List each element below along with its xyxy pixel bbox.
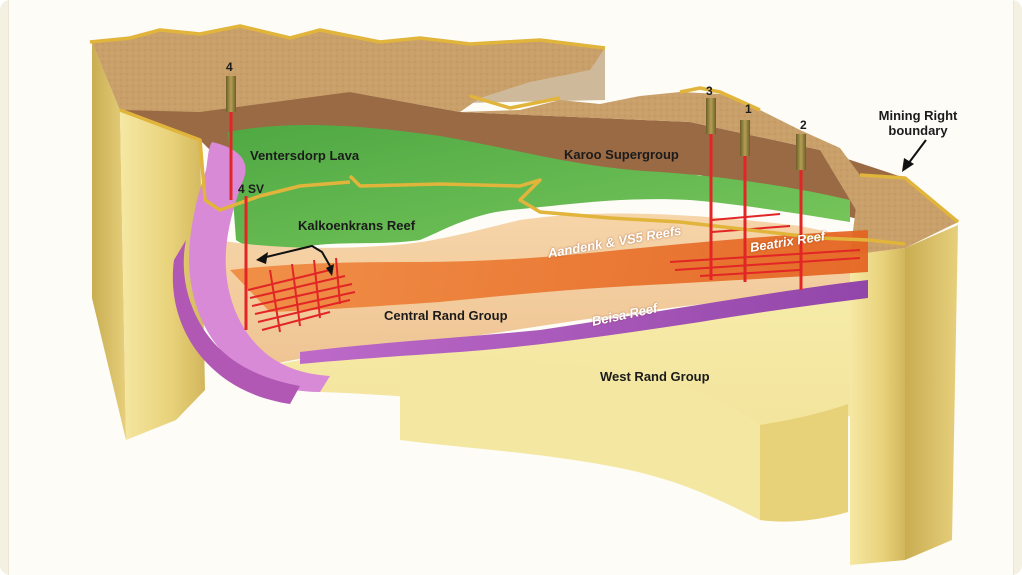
mining-right-boundary-outline xyxy=(89,24,960,246)
front-wall-lower xyxy=(400,350,760,520)
shaft-1-number: 1 xyxy=(745,102,752,116)
left-outer-wall xyxy=(92,42,126,440)
surface-top-left xyxy=(92,26,605,112)
shaft-3-number: 3 xyxy=(706,84,713,98)
shaft-4-group xyxy=(226,76,248,330)
karoo-supergroup-label: Karoo Supergroup xyxy=(564,147,679,162)
west-rand-group-label: West Rand Group xyxy=(600,369,710,384)
shaft-4-headframe xyxy=(226,76,236,112)
kalkoenkrans-reef-sheet-front xyxy=(172,240,300,404)
mining-right-boundary-label: Mining Right boundary xyxy=(868,108,968,138)
shaft-1-group xyxy=(740,120,750,282)
shaft-2-headframe xyxy=(796,134,806,170)
front-wall-right-lower xyxy=(760,404,848,522)
right-front-wall xyxy=(850,248,905,565)
shaft-2-group xyxy=(796,134,806,290)
shaft-3-group xyxy=(706,98,716,280)
right-side-wall xyxy=(905,225,958,560)
kalkoenkrans-double-arrow xyxy=(256,244,334,276)
shaft-4-number: 4 xyxy=(226,60,233,74)
aandenk-vs5-reef-band xyxy=(230,230,868,312)
shaft-3-headframe xyxy=(706,98,716,134)
mining-right-label-line1: Mining Right xyxy=(878,108,958,123)
beisa-reef-band xyxy=(300,280,868,364)
central-rand-group-label: Central Rand Group xyxy=(384,308,508,323)
shaft-2-number: 2 xyxy=(800,118,807,132)
mining-right-arrow xyxy=(902,139,927,172)
mining-right-label-line2: boundary xyxy=(888,123,948,138)
ventersdorp-lava-layer xyxy=(228,124,850,250)
shaft-1-headframe xyxy=(740,120,750,156)
left-front-wall xyxy=(120,110,205,440)
kalkoenkrans-reef-label: Kalkoenkrans Reef xyxy=(298,218,416,233)
kalkoenkrans-reef-sheet xyxy=(189,142,330,392)
ventersdorp-lava-label: Ventersdorp Lava xyxy=(250,148,360,163)
shaft-4sv-label: 4 SV xyxy=(238,182,265,196)
underground-workings-left xyxy=(247,257,356,333)
